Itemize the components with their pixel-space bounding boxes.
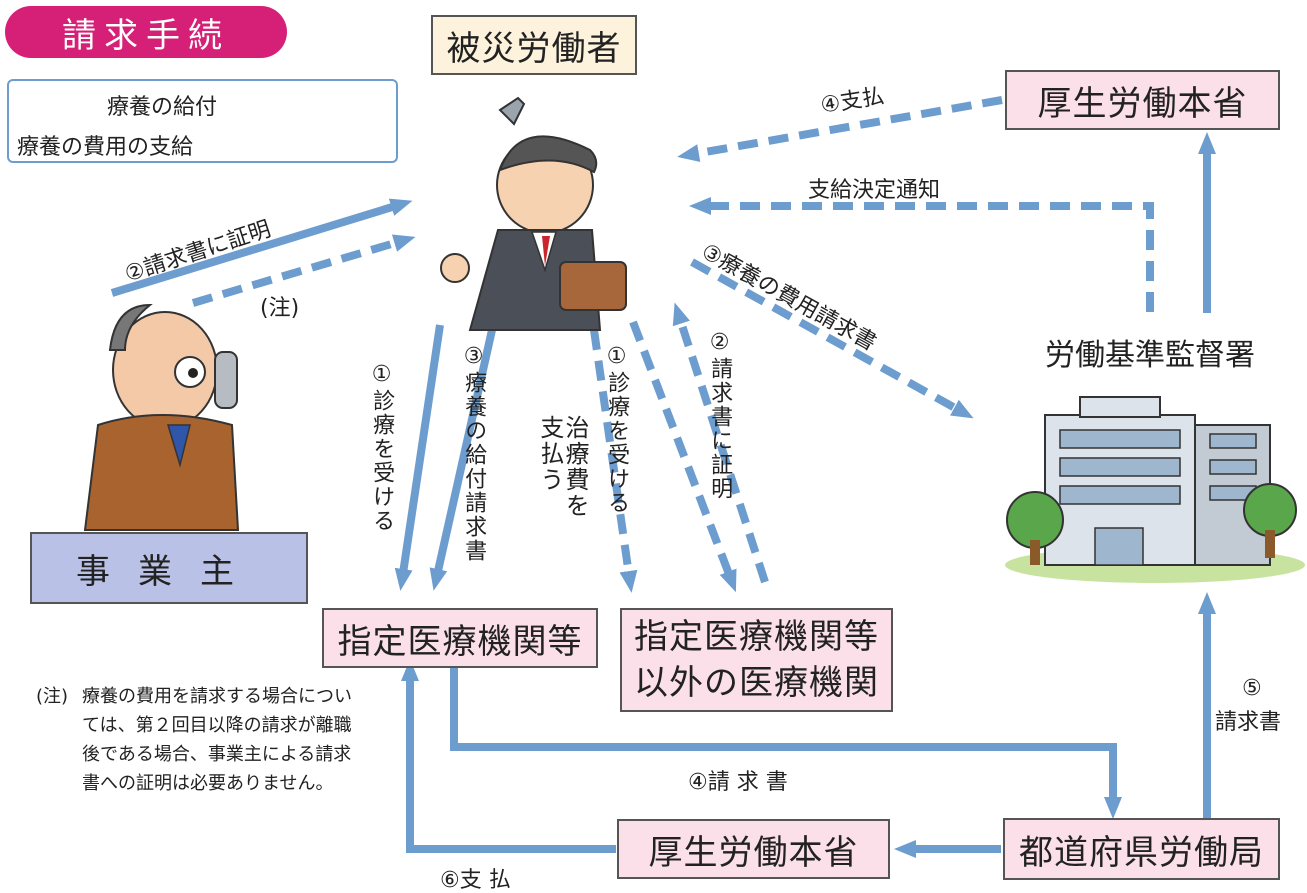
worker-illustration xyxy=(440,96,627,331)
label-claim-5-number: ⑤ xyxy=(1242,676,1262,701)
legend-dashed-label: 療養の費用の支給 xyxy=(17,135,194,160)
arrow-pay-top xyxy=(677,96,1003,162)
node-employer: 事業主 xyxy=(30,532,308,604)
page-title: 請求手続 xyxy=(5,6,287,58)
node-worker: 被災労働者 xyxy=(431,15,637,75)
label-treat-solid: ①診療を受ける xyxy=(369,362,395,533)
arrow-treat-dashed xyxy=(590,329,638,593)
label-claim-4: ④請 求 書 xyxy=(688,770,788,795)
label-claim-5-text: 請求書 xyxy=(1215,710,1282,735)
office-building-illustration xyxy=(1005,396,1305,583)
label-pay-6: ⑥支 払 xyxy=(440,868,511,893)
node-ministry-bottom: 厚生労働本省 xyxy=(617,819,890,879)
node-ministry-top: 厚生労働本省 xyxy=(1005,70,1280,130)
arrow-note-dashed xyxy=(191,234,416,307)
legend-solid-label: 療養の給付 xyxy=(107,95,218,120)
footnote-mark: (注) xyxy=(36,686,69,707)
footnote-text: 療養の費用を請求する場合については、第２回目以降の請求が離職後である場合、事業主… xyxy=(82,686,352,794)
node-designated-medical: 指定医療機関等 xyxy=(322,608,598,668)
arrow-cert-solid xyxy=(110,198,413,297)
label-note-mark: (注) xyxy=(260,296,300,321)
node-prefectural-bureau: 都道府県労働局 xyxy=(1003,818,1280,880)
arrow-pay-6 xyxy=(401,659,616,853)
label-benefit-claim: ③療養の給付請求書 xyxy=(461,344,487,563)
arrow-decision-notice xyxy=(689,197,1154,312)
arrow-claim-4 xyxy=(450,667,1122,819)
arrow-benefit-claim xyxy=(429,329,496,591)
label-cert-dashed: ②請求書に証明 xyxy=(707,330,733,501)
node-other-medical-line1: 指定医療機関等 xyxy=(634,617,879,657)
employer-illustration xyxy=(83,303,240,531)
node-inspection-office: 労働基準監督署 xyxy=(1045,338,1255,373)
label-treat-dashed: ①診療を受ける xyxy=(604,344,630,515)
arrow-treat-solid xyxy=(394,324,444,591)
legend: 療養の給付 療養の費用の支給 xyxy=(7,79,398,163)
label-decision-notice: 支給決定通知 xyxy=(808,178,941,203)
arrow-pay-fee xyxy=(629,320,737,593)
arrow-cost-claim xyxy=(690,258,974,419)
label-pay-fee: 治療費を支払う xyxy=(535,415,589,519)
node-other-medical: 指定医療機関等 以外の医療機関 xyxy=(620,608,893,712)
arrow-cert-dashed xyxy=(672,302,769,584)
node-other-medical-line2: 以外の医療機関 xyxy=(634,663,879,703)
